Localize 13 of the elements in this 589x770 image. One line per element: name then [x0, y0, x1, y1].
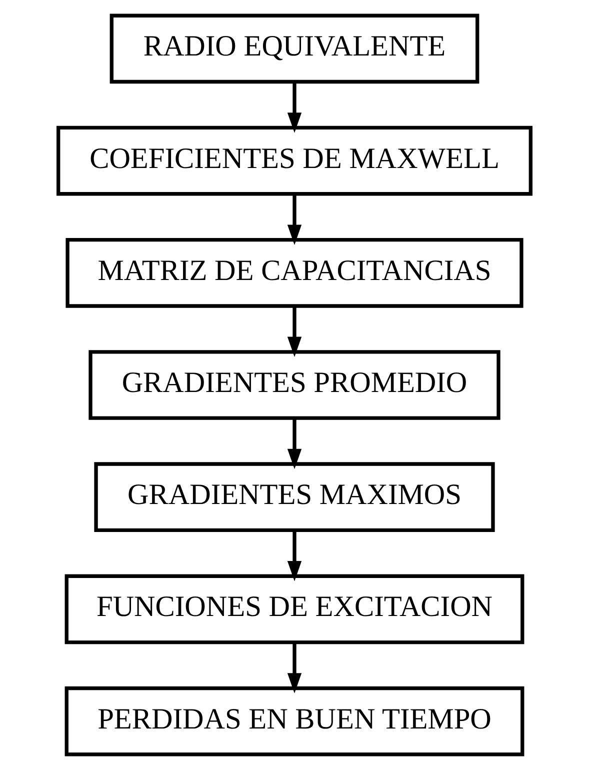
node-box: RADIO EQUIVALENTE: [110, 14, 480, 84]
node-box: MATRIZ DE CAPACITANCIAS: [66, 238, 524, 308]
node-box: COEFICIENTES DE MAXWELL: [56, 126, 532, 196]
arrow: [287, 642, 302, 694]
node-box: GRADIENTES MAXIMOS: [94, 462, 495, 532]
node-box: PERDIDAS EN BUEN TIEMPO: [64, 686, 524, 756]
arrow: [287, 194, 302, 245]
arrow: [287, 82, 302, 133]
node-box: GRADIENTES PROMEDIO: [88, 350, 500, 420]
arrow: [287, 418, 302, 470]
arrow: [287, 530, 302, 582]
node-box: FUNCIONES DE EXCITACION: [64, 574, 524, 644]
arrow: [287, 306, 302, 358]
